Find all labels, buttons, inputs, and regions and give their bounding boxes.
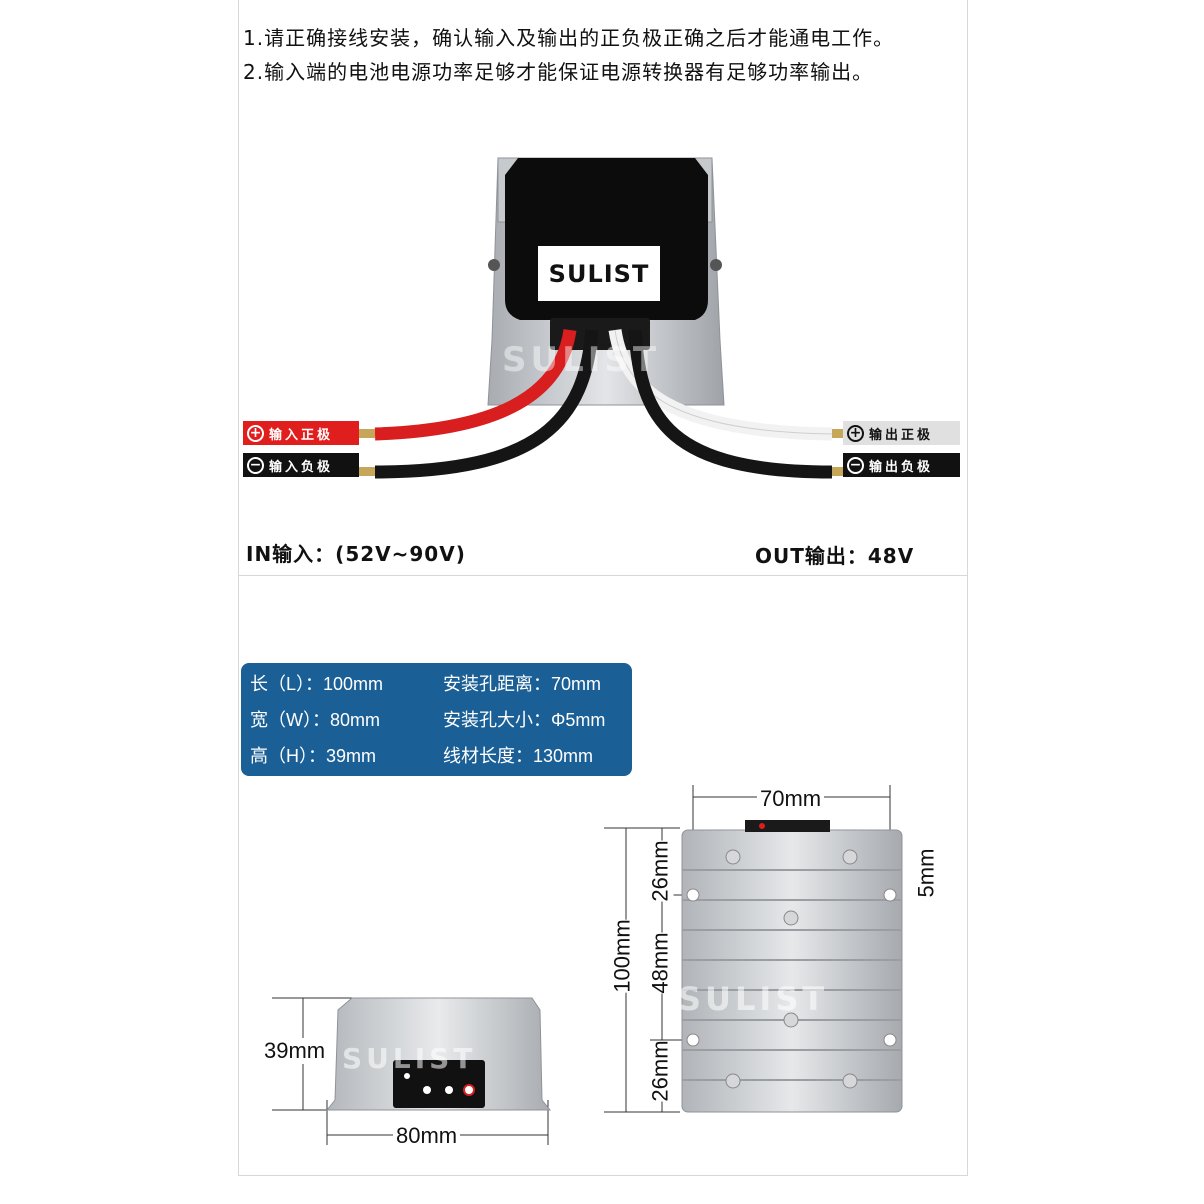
dim-seg-top: 26mm <box>647 840 674 902</box>
spec-length: 长（L）：100mm <box>250 674 384 694</box>
input-positive-label: 输入正极 <box>269 427 334 443</box>
spec-hole-size: 安装孔大小：Φ5mm <box>443 710 606 730</box>
plus-icon: + <box>847 424 864 442</box>
watermark: SULIST <box>678 980 829 1018</box>
output-negative-tag: − 输出负极 <box>843 453 960 477</box>
spec-height: 高（H）：39mm <box>250 746 377 766</box>
watermark: SULIST <box>342 1042 477 1075</box>
minus-icon: − <box>847 456 864 474</box>
spec-width: 宽（W）：80mm <box>250 710 380 730</box>
plus-icon: + <box>247 424 264 442</box>
top-view-drawing <box>604 785 903 1113</box>
input-positive-tag: + 输入正极 <box>243 421 359 445</box>
note-1: 1.请正确接线安装，确认输入及输出的正负极正确之后才能通电工作。 <box>243 26 895 50</box>
output-voltage: OUT输出：48V <box>755 544 915 568</box>
dim-seg-mid: 48mm <box>647 932 674 994</box>
input-negative-label: 输入负极 <box>269 459 334 475</box>
minus-icon: − <box>247 456 264 474</box>
spec-hole-distance: 安装孔距离：70mm <box>443 674 602 694</box>
dim-front-width: 80mm <box>393 1123 461 1149</box>
output-positive-label: 输出正极 <box>869 427 934 443</box>
dim-length: 100mm <box>609 919 636 993</box>
section-divider <box>238 575 968 576</box>
input-negative-tag: − 输入负极 <box>243 453 359 477</box>
input-voltage: IN输入：(52V~90V) <box>246 542 466 566</box>
front-view-drawing <box>272 997 552 1145</box>
dim-height: 39mm <box>264 1038 326 1064</box>
output-negative-label: 输出负极 <box>869 459 934 475</box>
converter-illustration <box>358 157 849 479</box>
dim-top-width: 70mm <box>757 786 825 812</box>
note-2: 2.输入端的电池电源功率足够才能保证电源转换器有足够功率输出。 <box>243 60 874 84</box>
spec-panel: 长（L）：100mm 宽（W）：80mm 高（H）：39mm 安装孔距离：70m… <box>241 663 632 776</box>
watermark: SULIST <box>502 340 661 380</box>
dim-seg-bottom: 26mm <box>647 1040 674 1102</box>
spec-wire-length: 线材长度：130mm <box>443 746 594 766</box>
output-positive-tag: + 输出正极 <box>843 421 960 445</box>
dim-hole-size: 5mm <box>913 848 939 898</box>
brand-label: SULIST <box>548 259 650 288</box>
